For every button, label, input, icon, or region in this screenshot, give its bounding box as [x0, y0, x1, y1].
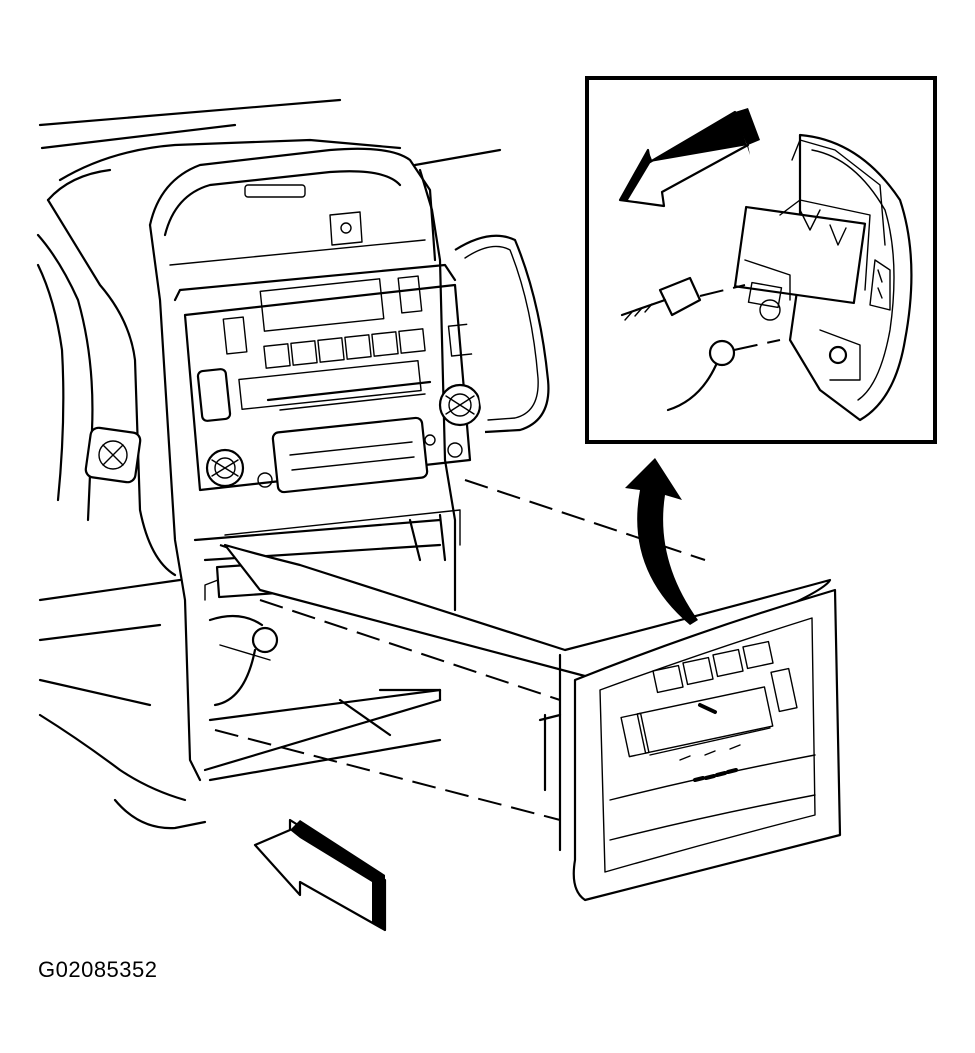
hvac-control-panel: [223, 543, 842, 902]
right-knob-icon: [438, 383, 482, 427]
dashboard: [36, 98, 502, 830]
figure-id-label: G02085352: [38, 957, 158, 982]
control-housing: [733, 133, 913, 422]
inset-arrow-icon: [618, 108, 760, 208]
lamp-icon: [666, 339, 781, 412]
bulb-socket-icon: [620, 276, 746, 321]
radio-faceplate: [183, 275, 475, 494]
center-bezel: [148, 147, 550, 782]
cavity: [193, 509, 461, 782]
push-arrow-icon: [253, 818, 387, 932]
curved-arrow-icon: [625, 458, 698, 625]
left-knob-icon: [205, 448, 245, 488]
preset-buttons: [238, 328, 426, 411]
vent-knob-icon: [84, 426, 142, 484]
detail-inset: [585, 76, 937, 444]
